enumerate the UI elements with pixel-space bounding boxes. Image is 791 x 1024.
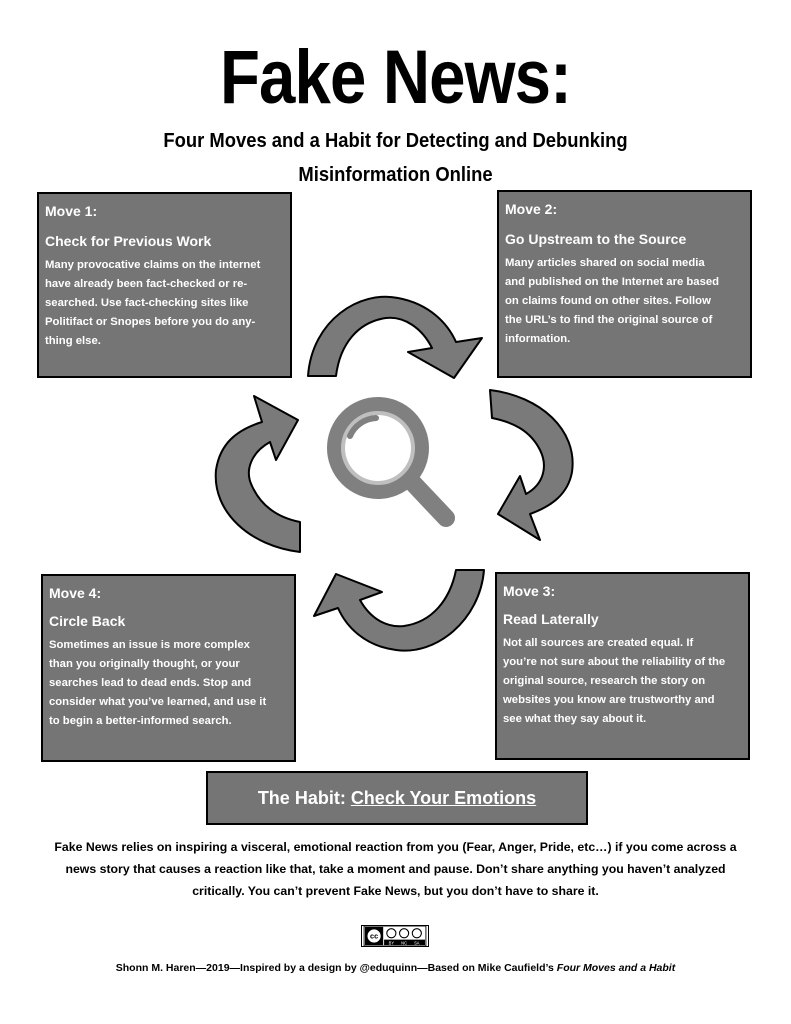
move-3-card: Move 3: Read Laterally Not all sources a… xyxy=(495,572,750,760)
text-line: have already been fact-checked or re- xyxy=(45,278,248,290)
move-number: Move 4: xyxy=(49,585,102,601)
text-line: you’re not sure about the reliability of… xyxy=(503,656,726,668)
move-description: Sometimes an issue is more complex than … xyxy=(49,636,288,731)
text-line: Sometimes an issue is more complex xyxy=(49,639,250,651)
text-line: and published on the Internet are based xyxy=(505,276,720,288)
cc-by-label: BY xyxy=(389,940,395,945)
text-line: information. xyxy=(505,333,571,345)
move-heading: Read Laterally xyxy=(503,611,599,627)
text-line: the URL’s to find the original source of xyxy=(505,314,713,326)
text-line: thing else. xyxy=(45,335,101,347)
subtitle-line-1: Four Moves and a Habit for Detecting and… xyxy=(163,130,628,152)
cycle-arrow-icon xyxy=(214,395,301,553)
text-line: critically. You can’t prevent Fake News,… xyxy=(192,884,599,898)
habit-explanation: Fake News relies on inspiring a visceral… xyxy=(40,836,751,902)
move-number: Move 3: xyxy=(503,583,556,599)
move-1-card: Move 1: Check for Previous Work Many pro… xyxy=(37,192,292,378)
cc-sa-label: SA xyxy=(414,940,420,945)
cycle-arrow-icon xyxy=(313,569,485,652)
text-line: websites you know are trustworthy and xyxy=(503,694,715,706)
text-line: searched. Use fact-checking sites like xyxy=(45,297,249,309)
text-line: news story that causes a reaction like t… xyxy=(65,862,726,876)
text-line: Not all sources are created equal. If xyxy=(503,637,694,649)
cycle-arrow-icon xyxy=(489,389,574,541)
habit-banner: The Habit: Check Your Emotions xyxy=(206,771,588,825)
move-heading: Check for Previous Work xyxy=(45,233,212,249)
creative-commons-icon: cc BY NC SA xyxy=(361,925,429,947)
credit-text: Shonn M. Haren—2019—Inspired by a design… xyxy=(115,962,557,974)
text-line: Many provocative claims on the internet xyxy=(45,259,261,271)
cc-badge-text: cc xyxy=(370,932,378,941)
habit-link[interactable]: Check Your Emotions xyxy=(350,788,537,808)
move-heading: Go Upstream to the Source xyxy=(505,231,687,247)
cycle-diagram xyxy=(214,295,574,652)
text-line: original source, research the story on xyxy=(503,675,706,687)
move-heading: Circle Back xyxy=(49,613,126,629)
cycle-arrow-icon xyxy=(307,295,483,379)
cc-nc-label: NC xyxy=(401,940,407,945)
move-2-card: Move 2: Go Upstream to the Source Many a… xyxy=(497,190,752,378)
move-description: Many provocative claims on the internet … xyxy=(45,256,284,351)
magnifying-glass-icon xyxy=(327,397,455,527)
move-number: Move 2: xyxy=(505,201,558,217)
text-line: see what they say about it. xyxy=(503,713,647,725)
text-line: than you originally thought, or your xyxy=(49,658,240,670)
move-description: Not all sources are created equal. If yo… xyxy=(503,634,742,729)
move-description: Many articles shared on social media and… xyxy=(505,254,744,349)
text-line: on claims found on other sites. Follow xyxy=(505,295,711,307)
text-line: to begin a better-informed search. xyxy=(49,715,232,727)
credit-book-title: Four Moves and a Habit xyxy=(556,962,676,974)
text-line: Fake News relies on inspiring a visceral… xyxy=(54,840,737,854)
text-line: searches lead to dead ends. Stop and xyxy=(49,677,252,689)
habit-prefix: The Habit: xyxy=(257,788,351,808)
page-title: Fake News: xyxy=(219,35,572,120)
text-line: Politifact or Snopes before you do any- xyxy=(45,316,256,328)
text-line: consider what you’ve learned, and use it xyxy=(49,696,267,708)
move-4-card: Move 4: Circle Back Sometimes an issue i… xyxy=(41,574,296,762)
subtitle-line-2: Misinformation Online xyxy=(298,164,493,186)
credit-line: Shonn M. Haren—2019—Inspired by a design… xyxy=(0,960,791,976)
text-line: Many articles shared on social media xyxy=(505,257,705,269)
page-subtitle: Four Moves and a Habit for Detecting and… xyxy=(114,124,676,192)
move-number: Move 1: xyxy=(45,203,98,219)
